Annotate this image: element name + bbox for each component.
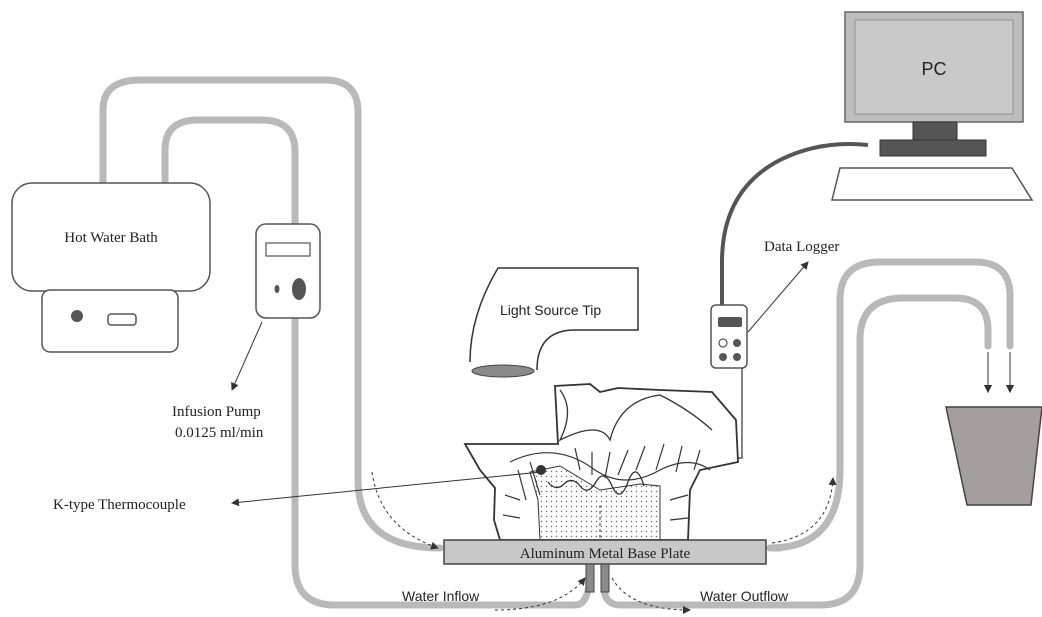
light-source-label: Light Source Tip xyxy=(500,302,601,318)
outflow-tube-bottom xyxy=(600,294,992,609)
tubing xyxy=(99,76,1014,609)
light-source-tip: Light Source Tip xyxy=(469,267,639,378)
collection-beaker xyxy=(945,406,1042,506)
pc-monitor-neck xyxy=(912,121,958,141)
infusion-pump-pointer xyxy=(231,321,263,391)
pc-monitor-stand xyxy=(879,139,987,157)
pc-keyboard xyxy=(831,167,1034,201)
logger-display-icon xyxy=(718,317,742,327)
bath-display-icon xyxy=(107,313,137,326)
flow-arrow-outlet xyxy=(771,477,837,544)
tooth-sample xyxy=(463,383,739,541)
data-logger-label: Data Logger xyxy=(764,239,839,255)
logger-button-icon xyxy=(733,353,741,361)
thermocouple-pointer xyxy=(231,471,542,507)
outer-tube-left xyxy=(99,76,444,552)
pump-dial-icon xyxy=(292,278,306,300)
infusion-pump-rate: 0.0125 ml/min xyxy=(175,425,264,441)
tooth-enamel-line xyxy=(509,452,711,481)
bath-knob-icon xyxy=(71,310,83,322)
water-outflow-label: Water Outflow xyxy=(700,588,789,604)
hot-water-bath: Hot Water Bath xyxy=(11,182,211,353)
logger-to-pc-cable xyxy=(720,142,869,308)
infusion-pump xyxy=(255,223,321,319)
flow-arrow-outflow xyxy=(611,577,691,614)
tooth-cusp-line xyxy=(558,389,713,442)
pump-display-icon xyxy=(265,242,311,257)
data-logger-body xyxy=(710,304,748,369)
outflow-tube-top xyxy=(766,258,1014,552)
pump-to-bottom-tube xyxy=(291,314,592,609)
logger-button-icon xyxy=(733,339,741,347)
plate-outlet-port xyxy=(600,563,610,593)
thermocouple-label: K-type Thermocouple xyxy=(53,497,186,513)
light-source-lens xyxy=(471,364,535,378)
data-logger-pointer xyxy=(747,261,809,333)
thermocouple-tip-icon xyxy=(536,465,546,475)
tooth-pulp-region xyxy=(529,465,661,541)
pc: PC xyxy=(831,11,1034,201)
plate-inlet-port xyxy=(585,563,595,593)
tooth-wavy-line xyxy=(547,471,645,495)
pump-button-icon xyxy=(274,285,280,293)
base-plate-label: Aluminum Metal Base Plate xyxy=(520,546,691,562)
pc-label: PC xyxy=(921,59,946,79)
infusion-pump-body xyxy=(255,223,321,319)
tooth-outline xyxy=(463,383,739,541)
base-plate: Aluminum Metal Base Plate xyxy=(443,539,767,593)
logger-button-icon xyxy=(719,353,727,361)
data-logger xyxy=(710,304,748,369)
inner-tube-pump xyxy=(161,116,299,229)
water-inflow-label: Water Inflow xyxy=(402,588,480,604)
flow-arrow-inflow xyxy=(494,577,586,611)
logger-button-icon xyxy=(718,338,728,348)
tooth-tubule-lines xyxy=(502,443,701,521)
hot-water-bath-label: Hot Water Bath xyxy=(64,230,158,246)
infusion-pump-label: Infusion Pump xyxy=(172,404,261,420)
pc-monitor-screen xyxy=(854,19,1014,115)
light-source-body xyxy=(469,267,639,371)
